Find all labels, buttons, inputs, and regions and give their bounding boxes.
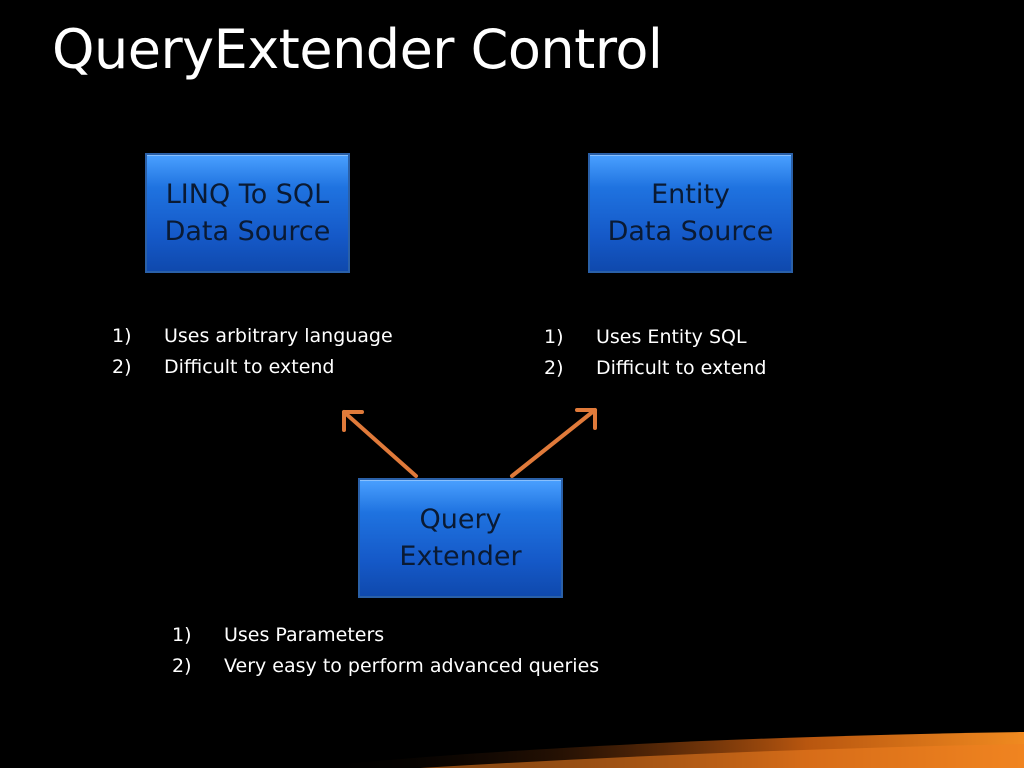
entity-box-line-2: Data Source [607, 216, 774, 247]
list-item: 2) Difficult to extend [544, 353, 767, 384]
list-item-number: 1) [112, 325, 132, 347]
list-item-text: Uses Entity SQL [596, 326, 747, 348]
list-item-number: 1) [544, 326, 564, 348]
list-item-number: 2) [172, 655, 192, 677]
linq-notes-list: 1) Uses arbitrary language 2) Difficult … [112, 321, 393, 383]
arrow-to-entity [510, 408, 597, 478]
arrow-to-linq [342, 410, 418, 478]
list-item: 2) Difficult to extend [112, 352, 393, 383]
list-item-number: 2) [544, 357, 564, 379]
list-item: 1) Uses arbitrary language [112, 321, 393, 352]
slide-title: QueryExtender Control [52, 18, 663, 81]
linq-box-line-1: LINQ To SQL [165, 179, 330, 210]
list-item-text: Very easy to perform advanced queries [224, 655, 600, 677]
entity-notes-list: 1) Uses Entity SQL 2) Difficult to exten… [544, 322, 767, 384]
linq-box-line-2: Data Source [164, 216, 331, 247]
list-item: 1) Uses Parameters [172, 620, 599, 651]
query-extender-notes-list: 1) Uses Parameters 2) Very easy to perfo… [172, 620, 599, 682]
list-item-number: 2) [112, 356, 132, 378]
list-item-text: Difficult to extend [164, 356, 335, 378]
list-item-text: Uses arbitrary language [164, 325, 393, 347]
linq-to-sql-data-source-box: LINQ To SQL Data Source [145, 153, 350, 273]
query-box-line-2: Extender [399, 541, 522, 572]
query-box-line-1: Query [419, 504, 502, 535]
list-item-text: Difficult to extend [596, 357, 767, 379]
entity-box-line-1: Entity [651, 179, 730, 210]
list-item-number: 1) [172, 624, 192, 646]
entity-data-source-box: Entity Data Source [588, 153, 793, 273]
list-item-text: Uses Parameters [224, 624, 385, 646]
query-extender-box: Query Extender [358, 478, 563, 598]
list-item: 2) Very easy to perform advanced queries [172, 651, 599, 682]
list-item: 1) Uses Entity SQL [544, 322, 767, 353]
